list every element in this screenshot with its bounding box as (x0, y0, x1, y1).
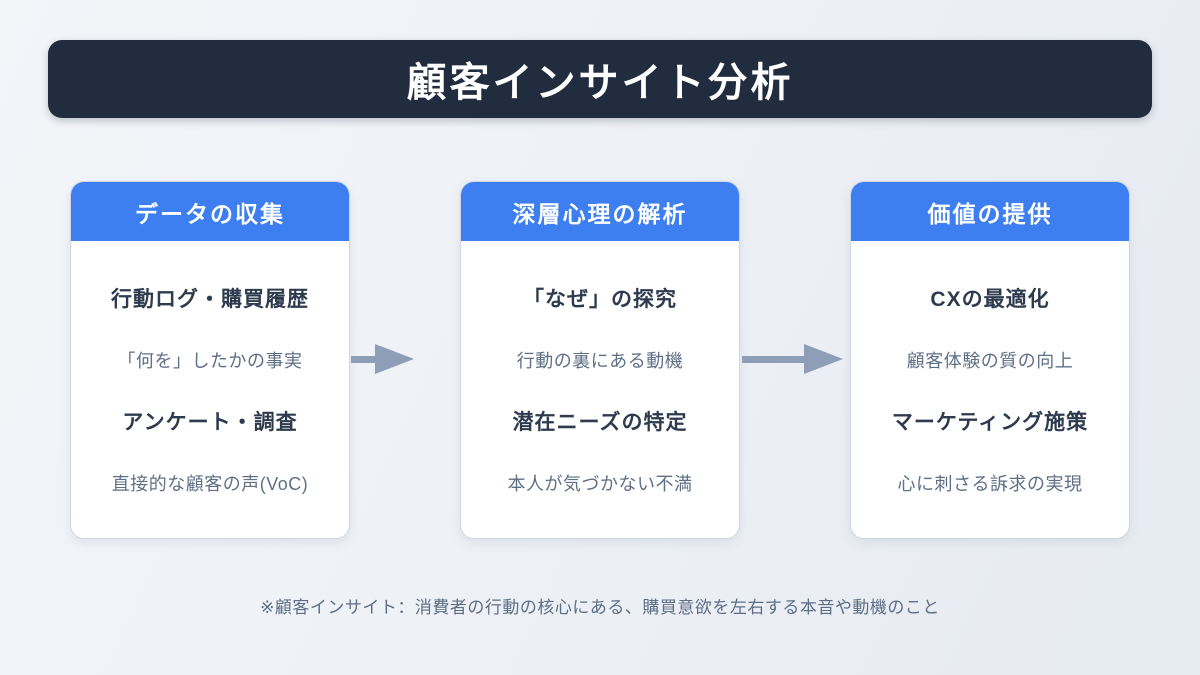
card-header-value-delivery: 価値の提供 (851, 182, 1129, 241)
card-item-title: アンケート・調査 (122, 411, 298, 435)
card-item-desc: 「何を」したかの事実 (117, 350, 303, 371)
arrow-head (804, 344, 843, 374)
card-item-title: 行動ログ・購買履歴 (111, 287, 309, 311)
card-item-title: 潜在ニーズの特定 (512, 411, 688, 435)
card-item-title: マーケティング施策 (891, 411, 1089, 435)
card-item-desc: 顧客体験の質の向上 (906, 350, 1074, 371)
card-item-desc: 心に刺さる訴求の実現 (897, 474, 1083, 495)
card-header-data-collection: データの収集 (71, 182, 349, 241)
card-body-value-delivery: CXの最適化 顧客体験の質の向上 マーケティング施策 心に刺さる訴求の実現 (851, 241, 1129, 538)
card-psychology-analysis: 深層心理の解析 「なぜ」の探究 行動の裏にある動機 潜在ニーズの特定 本人が気づ… (460, 181, 740, 539)
arrow-head (375, 344, 414, 374)
card-item-desc: 行動の裏にある動機 (516, 350, 684, 371)
card-value-delivery: 価値の提供 CXの最適化 顧客体験の質の向上 マーケティング施策 心に刺さる訴求… (850, 181, 1130, 539)
flow-arrow-right-icon (351, 344, 414, 374)
page-title: 顧客インサイト分析 (406, 61, 794, 105)
title-banner: 顧客インサイト分析 (48, 40, 1152, 118)
card-body-data-collection: 行動ログ・購買履歴 「何を」したかの事実 アンケート・調査 直接的な顧客の声(V… (71, 241, 349, 538)
card-header-psychology-analysis: 深層心理の解析 (461, 182, 739, 241)
card-item-desc: 本人が気づかない不満 (507, 474, 693, 495)
card-item-desc: 直接的な顧客の声(VoC) (111, 474, 309, 495)
card-item-title: 「なぜ」の探究 (523, 287, 677, 311)
footnote: ※顧客インサイト：消費者の行動の核心にある、購買意欲を左右する本音や動機のこと (260, 598, 940, 617)
card-body-psychology-analysis: 「なぜ」の探究 行動の裏にある動機 潜在ニーズの特定 本人が気づかない不満 (461, 241, 739, 538)
arrow-shaft (351, 355, 375, 363)
card-data-collection: データの収集 行動ログ・購買履歴 「何を」したかの事実 アンケート・調査 直接的… (70, 181, 350, 539)
card-item-title: CXの最適化 (930, 287, 1050, 311)
arrow-shaft (742, 355, 804, 363)
flow-arrow-right-icon (742, 344, 843, 374)
